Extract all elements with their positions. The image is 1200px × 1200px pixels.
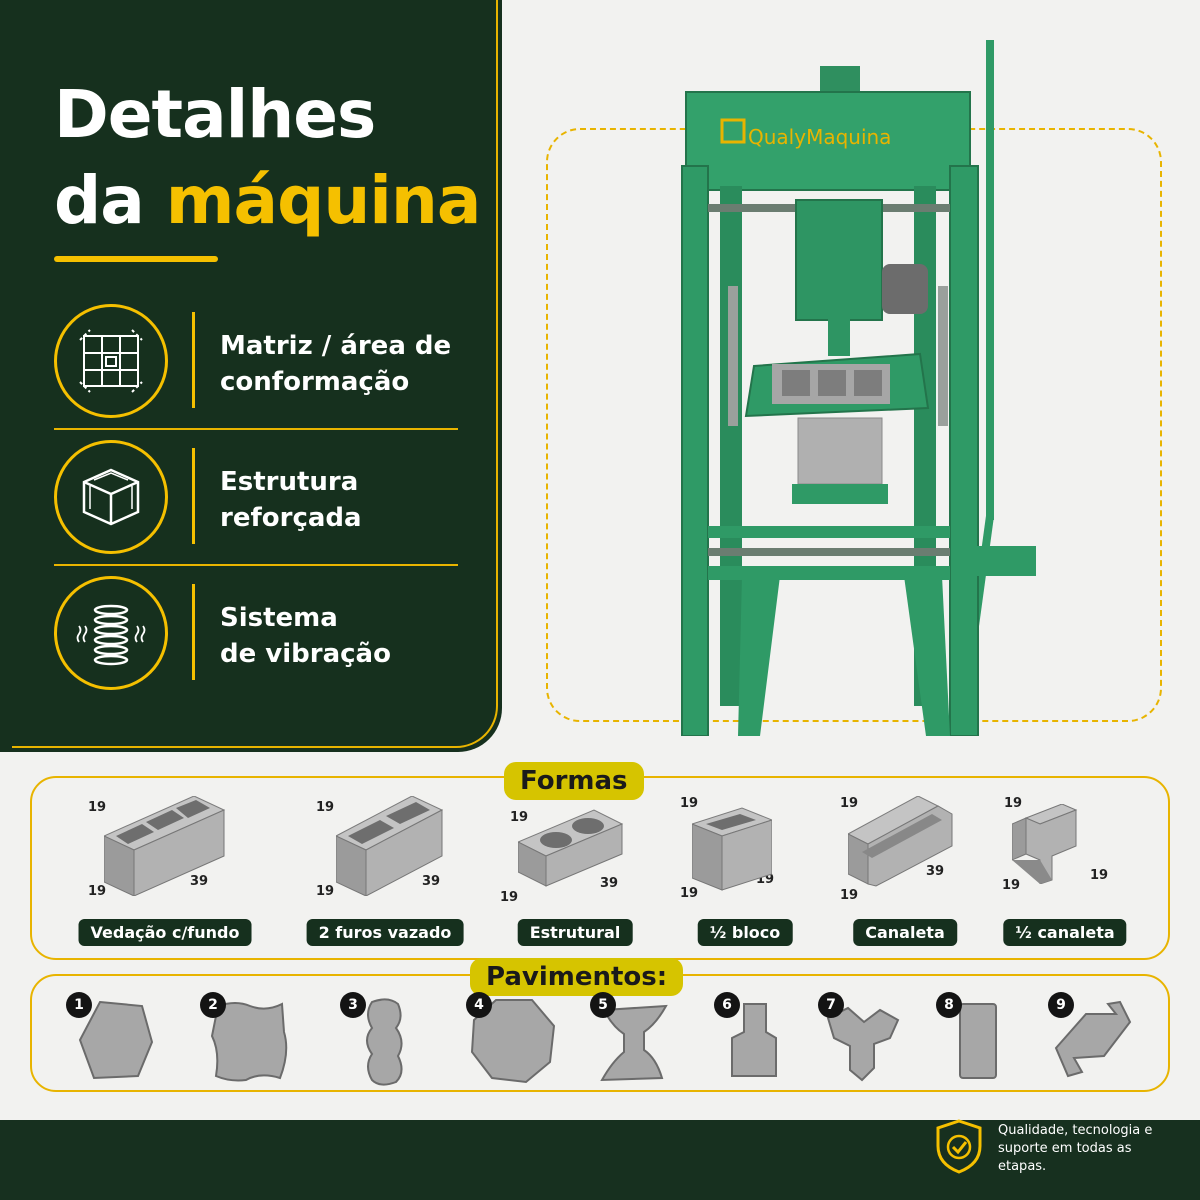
pavimentos-title: Pavimentos: (470, 958, 684, 996)
paver-number: 4 (466, 992, 492, 1018)
dimension-label: 19 (316, 800, 335, 815)
paver-number: 9 (1048, 992, 1074, 1018)
feature-divider (192, 312, 195, 408)
dimension-label: 19 (840, 796, 859, 811)
paver-number: 2 (200, 992, 226, 1018)
block-estrutural-image (518, 809, 624, 887)
feature-mold: Matriz / área de conformação (54, 300, 458, 420)
paver-9: 9 (1048, 992, 1148, 1092)
dimension-label: 19 (680, 886, 699, 901)
paver-number: 6 (714, 992, 740, 1018)
paver-keyhole-image (731, 1003, 777, 1077)
block-meia-canaleta-image (1012, 804, 1078, 884)
paver-2: 2 (200, 992, 300, 1092)
forma-label: Canaleta (853, 919, 957, 946)
paver-wave-square-image (210, 1002, 288, 1082)
paver-number: 7 (818, 992, 844, 1018)
paver-rectangle-image (959, 1003, 997, 1079)
paver-wave-rect-image (366, 998, 403, 1086)
feature-separator (54, 428, 458, 430)
feature-separator (54, 564, 458, 566)
dimension-label: 19 (1090, 868, 1109, 883)
dimension-label: 19 (1004, 796, 1023, 811)
paver-number: 3 (340, 992, 366, 1018)
paver-i-shape-image (600, 1004, 668, 1082)
reinforced-frame-icon (54, 440, 168, 554)
vibration-spring-icon (54, 576, 168, 690)
feature-vibration: Sistema de vibração (54, 572, 458, 692)
dimension-label: 19 (840, 888, 859, 903)
forma-label: 2 furos vazado (306, 919, 464, 946)
title-line-2: da máquina (54, 162, 482, 239)
paver-number: 1 (66, 992, 92, 1018)
paver-hexagon-image (78, 1000, 154, 1080)
forma-vedacao: 19 19 39 Vedação c/fundo (78, 796, 252, 946)
dimension-label: 39 (600, 876, 619, 891)
paver-tri-star-image (826, 1006, 900, 1082)
feature-label: Matriz / área de conformação (220, 331, 452, 397)
dimension-label: 39 (190, 874, 209, 889)
dimension-label: 19 (88, 800, 107, 815)
paver-6: 6 (714, 992, 814, 1092)
forma-2-furos: 19 19 39 2 furos vazado (300, 796, 470, 946)
paver-octagon-image (470, 999, 556, 1084)
brand-logo-text: QualyMaquina (748, 125, 891, 149)
block-canaleta-image (848, 796, 953, 887)
dimension-label: 19 (88, 884, 107, 899)
title-underline (54, 256, 218, 262)
feature-label: Estrutura reforçada (220, 467, 362, 533)
dimension-label: 39 (926, 864, 945, 879)
dimension-label: 19 (680, 796, 699, 811)
paver-8: 8 (936, 992, 1036, 1092)
dimension-label: 19 (500, 890, 519, 905)
paver-4: 4 (466, 992, 566, 1092)
paver-5: 5 (590, 992, 690, 1092)
forma-label: ½ bloco (697, 919, 793, 946)
block-meio-bloco-image (692, 807, 772, 891)
details-panel-border (12, 0, 498, 748)
block-2-furos-image (336, 796, 444, 896)
forma-label: ½ canaleta (1003, 919, 1127, 946)
dimension-label: 19 (316, 884, 335, 899)
dimension-label: 39 (422, 874, 441, 889)
forma-meio-bloco: 19 19 19 ½ bloco (660, 796, 830, 946)
forma-label: Vedação c/fundo (78, 919, 252, 946)
dimension-label: 19 (510, 810, 529, 825)
paver-1: 1 (66, 992, 166, 1092)
page-title: Detalhes da máquina (54, 72, 482, 244)
forma-meia-canaleta: 19 19 19 ½ canaleta (980, 796, 1150, 946)
paver-number: 5 (590, 992, 616, 1018)
block-vedacao-image (104, 796, 226, 896)
formas-title: Formas (504, 762, 644, 800)
feature-divider (192, 448, 195, 544)
title-accent: máquina (165, 162, 482, 239)
paver-3: 3 (340, 992, 440, 1092)
paver-zigzag-image (1054, 1000, 1132, 1078)
paver-number: 8 (936, 992, 962, 1018)
dimension-label: 19 (1002, 878, 1021, 893)
footer-tagline: Qualidade, tecnologia e suporte em todas… (998, 1123, 1153, 1174)
feature-label: Sistema de vibração (220, 603, 391, 669)
forma-label: Estrutural (517, 919, 633, 946)
paver-7: 7 (818, 992, 918, 1092)
forma-canaleta: 19 19 39 Canaleta (820, 796, 990, 946)
feature-structure: Estrutura reforçada (54, 436, 458, 556)
forma-estrutural: 19 19 39 Estrutural (490, 796, 660, 946)
mold-grid-icon (54, 304, 168, 418)
shield-check-icon (936, 1119, 982, 1174)
block-machine-image: QualyMaquina (681, 40, 1036, 736)
feature-divider (192, 584, 195, 680)
title-line-1: Detalhes (54, 76, 376, 153)
